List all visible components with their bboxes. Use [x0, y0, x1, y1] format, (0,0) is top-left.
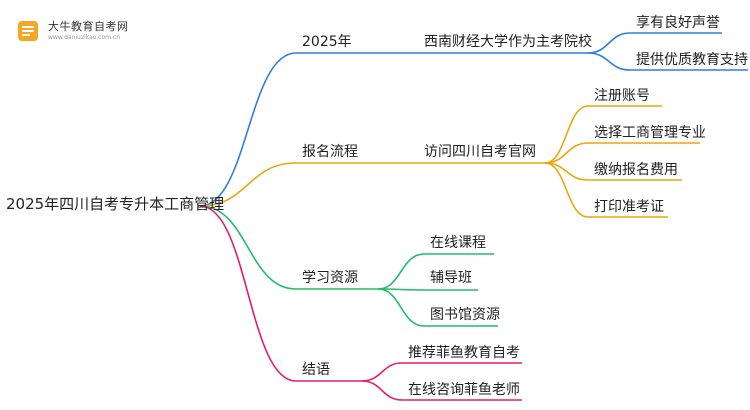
node-examining-university: 西南财经大学作为主考院校 — [424, 34, 592, 50]
connector-root-conclusion — [199, 205, 297, 382]
branch-registration: 报名流程 — [302, 144, 358, 160]
leaf-consult-feiyu: 在线咨询菲鱼老师 — [408, 382, 520, 398]
connector-choose-major — [544, 142, 589, 164]
leaf-register-account: 注册账号 — [594, 88, 650, 104]
logo-name: 大牛教育自考网 — [48, 20, 129, 33]
logo-url: www.daniuzikao.com.cn — [48, 34, 120, 41]
connector-good-reputation — [587, 32, 631, 54]
root-node: 2025年四川自考专升本工商管理 — [6, 195, 225, 213]
book-icon — [18, 21, 38, 41]
connector-root-2025 — [199, 52, 297, 207]
branch-2025: 2025年 — [302, 34, 352, 50]
leaf-library: 图书馆资源 — [430, 307, 500, 323]
leaf-tutoring: 辅导班 — [430, 270, 472, 286]
connector-recommend-feiyu — [361, 362, 403, 382]
connector-root-registration — [199, 162, 297, 207]
leaf-recommend-feiyu: 推荐菲鱼教育自考 — [408, 345, 520, 361]
connector-online-courses — [377, 253, 425, 290]
connector-print-admission — [544, 162, 589, 218]
connector-root-study-resources — [199, 205, 297, 290]
branch-study-resources: 学习资源 — [302, 270, 358, 286]
leaf-good-reputation: 享有良好声誉 — [636, 15, 720, 31]
leaf-pay-fee: 缴纳报名费用 — [594, 162, 678, 178]
node-visit-website: 访问四川自考官网 — [424, 144, 536, 160]
leaf-online-courses: 在线课程 — [430, 235, 486, 251]
connector-library — [377, 288, 425, 327]
branch-conclusion: 结语 — [302, 362, 330, 378]
leaf-choose-major: 选择工商管理专业 — [594, 125, 706, 141]
leaf-print-admission: 打印准考证 — [594, 199, 664, 215]
site-logo: 大牛教育自考网 www.daniuzikao.com.cn — [14, 14, 164, 48]
connector-register-account — [544, 105, 589, 164]
connector-quality-support — [587, 52, 631, 71]
leaf-quality-support: 提供优质教育支持 — [636, 52, 748, 68]
connector-consult-feiyu — [361, 380, 403, 401]
